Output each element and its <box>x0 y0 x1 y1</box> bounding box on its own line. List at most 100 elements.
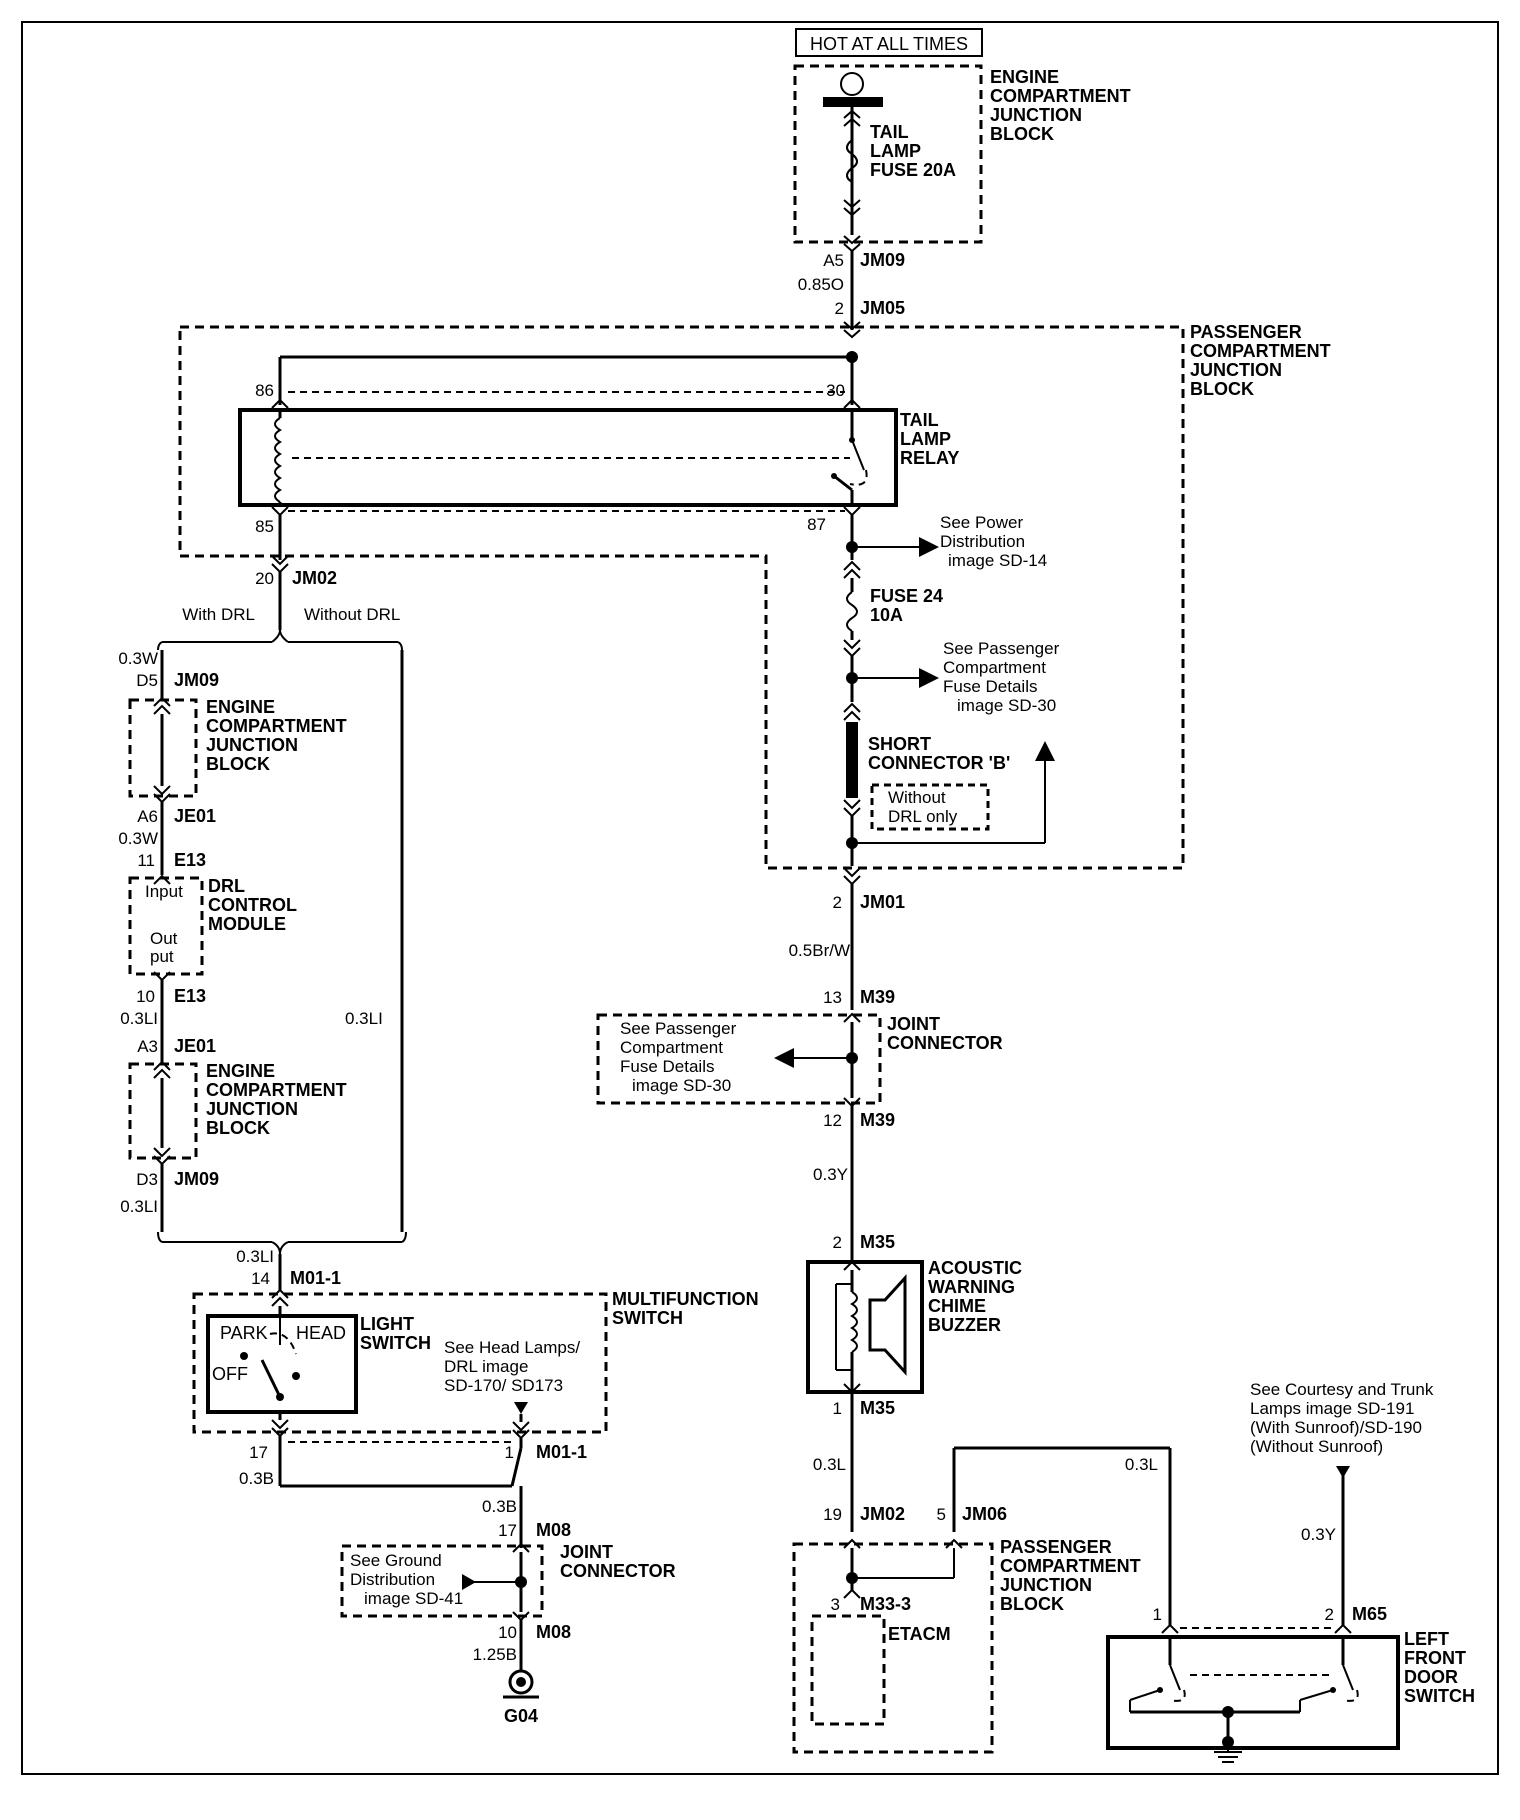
see-pcfd-2-line: See Passenger <box>620 1019 737 1038</box>
relay-line: LAMP <box>900 429 951 449</box>
wire-03b-2: 0.3B <box>482 1497 517 1516</box>
wire-03li-3: 0.3LI <box>236 1247 274 1266</box>
ecjb-1-label: ENGINE COMPARTMENT JUNCTION BLOCK <box>206 697 347 774</box>
ecjb-1-line: BLOCK <box>206 754 270 774</box>
etacm-box <box>810 1614 886 1726</box>
conn-jm09-a5: JM09 <box>860 250 905 270</box>
see-pcfd-2-line: image SD-30 <box>632 1076 731 1095</box>
ecjb-top-line: JUNCTION <box>990 105 1082 125</box>
pin-e13-11: 11 <box>137 851 155 870</box>
buzzer-line: CHIME <box>928 1296 986 1316</box>
ecjb-1-line: ENGINE <box>206 697 275 717</box>
wire-03b-1: 0.3B <box>239 1469 274 1488</box>
pin-je01-a3: A3 <box>137 1037 158 1056</box>
pin-m011-17: 17 <box>249 1443 268 1462</box>
buzzer-line: WARNING <box>928 1277 1015 1297</box>
buzzer-box <box>806 1260 924 1394</box>
conn-m35-1: M35 <box>860 1398 895 1418</box>
pcjb-bottom-box <box>792 1542 994 1754</box>
see-power-label: See Power Distribution image SD-14 <box>940 513 1047 570</box>
pin-m39-13: 13 <box>823 988 842 1007</box>
see-pcfd-1-line: Fuse Details <box>943 677 1037 696</box>
tail-lamp-fuse-label: TAIL LAMP FUSE 20A <box>870 122 956 180</box>
without-drl-label: Without DRL <box>304 605 400 624</box>
wire-03li-right: 0.3LI <box>345 1009 383 1028</box>
ground-arrow-icon <box>462 1574 476 1590</box>
relay-pin-85: 85 <box>255 517 274 536</box>
door-switch-line: DOOR <box>1404 1667 1458 1687</box>
see-pcfd-2-line: Fuse Details <box>620 1057 714 1076</box>
joint-conn-1-line: CONNECTOR <box>887 1033 1003 1053</box>
joint-conn-1-line: JOINT <box>887 1014 940 1034</box>
pcjb-bottom-line: JUNCTION <box>1000 1575 1092 1595</box>
conn-m35-2: M35 <box>860 1232 895 1252</box>
switch-head-contact <box>292 1372 300 1380</box>
conn-m011-14: M01-1 <box>290 1268 341 1288</box>
conn-jm09-d3: JM09 <box>174 1169 219 1189</box>
battery-bar-icon <box>823 97 883 107</box>
pin-je01-a6: A6 <box>137 807 158 826</box>
joint-connector-2-label: JOINT CONNECTOR <box>560 1542 676 1581</box>
ecjb-1-line: COMPARTMENT <box>206 716 347 736</box>
head-label: HEAD <box>296 1323 346 1343</box>
etacm-label: ETACM <box>888 1624 951 1644</box>
see-head-lamps-line: DRL image <box>444 1357 528 1376</box>
door-switch-group: See Courtesy and Trunk Lamps image SD-19… <box>1106 1380 1475 1763</box>
wire-03l-1: 0.3L <box>813 1455 846 1474</box>
ecjb-top-line: COMPARTMENT <box>990 86 1131 106</box>
pin-m35-2: 2 <box>833 1233 842 1252</box>
relay-label: TAIL LAMP RELAY <box>900 410 959 468</box>
see-courtesy-line: See Courtesy and Trunk <box>1250 1380 1434 1399</box>
see-ground-line: See Ground <box>350 1551 442 1570</box>
joint-conn-2-line: CONNECTOR <box>560 1561 676 1581</box>
hot-at-all-times-box <box>795 28 983 57</box>
joint-connector-m39-box <box>596 1013 882 1105</box>
short-connector-label: SHORT CONNECTOR 'B' <box>868 734 1010 773</box>
wire-125b: 1.25B <box>473 1645 517 1664</box>
pin-jm09-d5: D5 <box>136 671 158 690</box>
battery-terminal-icon <box>840 72 864 96</box>
ground-g04-icon <box>503 1669 539 1699</box>
source-group: HOT AT ALL TIMES ENGINE COMPARTMENT JUNC… <box>793 28 1131 330</box>
ecjb-top-line: BLOCK <box>990 124 1054 144</box>
drl-module-line: MODULE <box>208 914 286 934</box>
see-courtesy-label: See Courtesy and Trunk Lamps image SD-19… <box>1250 1380 1434 1456</box>
pcjb-bottom-line: BLOCK <box>1000 1594 1064 1614</box>
wire-03y-right: 0.3Y <box>1301 1525 1336 1544</box>
see-head-lamps-line: See Head Lamps/ <box>444 1338 580 1357</box>
ecjb-1-line: JUNCTION <box>206 735 298 755</box>
short-connector-bar <box>846 722 858 798</box>
conn-m39-12: M39 <box>860 1110 895 1130</box>
joint-connector-1-label: JOINT CONNECTOR <box>887 1014 1003 1053</box>
ground-g04-label: G04 <box>504 1706 538 1726</box>
ecjb-2-label: ENGINE COMPARTMENT JUNCTION BLOCK <box>206 1061 347 1138</box>
pin-m39-12: 12 <box>823 1111 842 1130</box>
pin-m65-2: 2 <box>1325 1605 1334 1624</box>
light-switch-label: LIGHT SWITCH <box>360 1314 431 1353</box>
conn-jm02-20: JM02 <box>292 568 337 588</box>
park-label: PARK <box>220 1323 268 1343</box>
fuse24-icon <box>846 591 858 632</box>
pin-jm02-20: 20 <box>255 569 274 588</box>
pcjb-top-group: PASSENGER COMPARTMENT JUNCTION BLOCK 86 … <box>178 321 1331 870</box>
ecjb-2-line: COMPARTMENT <box>206 1080 347 1100</box>
conn-m011-1: M01-1 <box>536 1442 587 1462</box>
conn-jm02-19: JM02 <box>860 1504 905 1524</box>
conn-jm06-5: JM06 <box>962 1504 1007 1524</box>
multifunction-line: MULTIFUNCTION <box>612 1289 759 1309</box>
buzzer-label: ACOUSTIC WARNING CHIME BUZZER <box>928 1258 1022 1335</box>
ecjb-top-label: ENGINE COMPARTMENT JUNCTION BLOCK <box>990 67 1131 144</box>
light-switch-line: LIGHT <box>360 1314 414 1334</box>
without-drl-line: DRL only <box>888 807 958 826</box>
wire-05brw: 0.5Br/W <box>789 941 850 960</box>
pcjb-bottom-line: PASSENGER <box>1000 1537 1112 1557</box>
conn-je01-a6: JE01 <box>174 806 216 826</box>
fuse24-line: FUSE 24 <box>870 586 943 606</box>
left-branch-group: 20 JM02 With DRL Without DRL 0.3LI 0.3W … <box>118 515 407 1290</box>
pcjb-top-label: PASSENGER COMPARTMENT JUNCTION BLOCK <box>1190 322 1331 399</box>
see-courtesy-line: Lamps image SD-191 <box>1250 1399 1414 1418</box>
without-drl-only-box <box>870 783 990 831</box>
pcjb-bottom-label: PASSENGER COMPARTMENT JUNCTION BLOCK <box>1000 1537 1141 1614</box>
see-head-lamps-label: See Head Lamps/ DRL image SD-170/ SD173 <box>444 1338 580 1395</box>
